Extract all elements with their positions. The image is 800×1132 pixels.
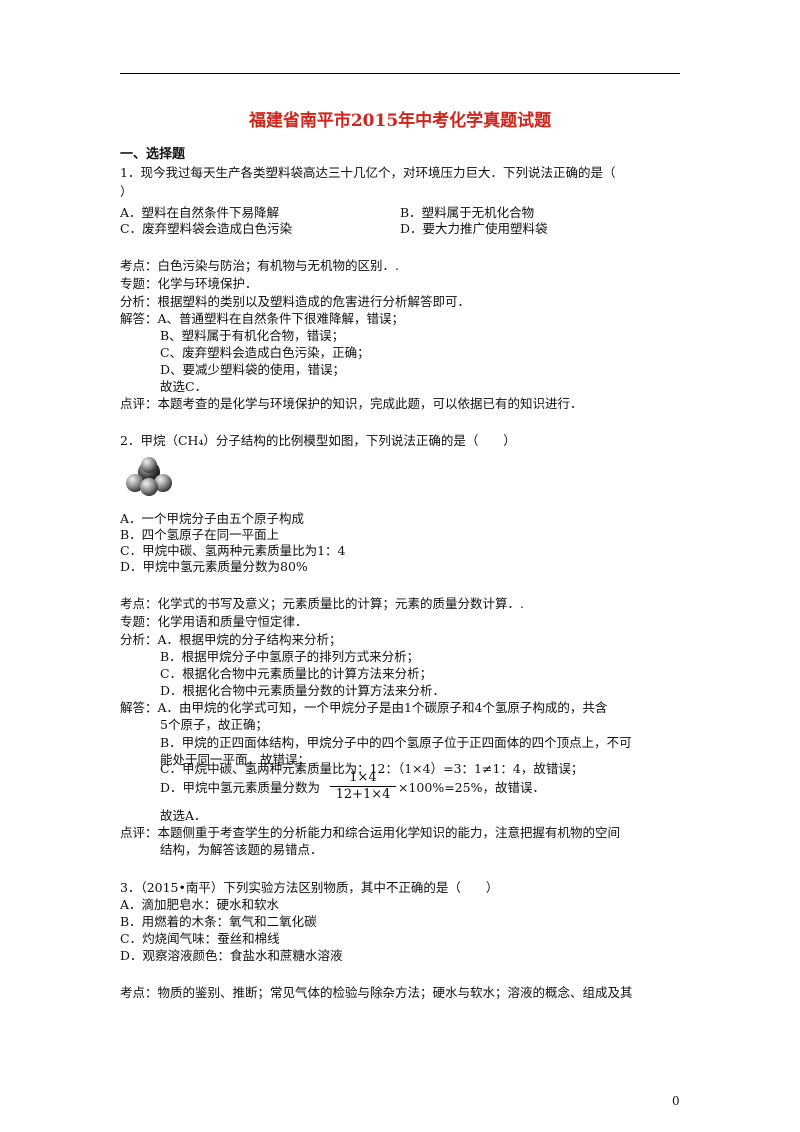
q1-option-a: A．塑料在自然条件下易降解 [120, 205, 280, 220]
q3-kaodian: 考点：物质的鉴别、推断；常见气体的检验与除杂方法；硬水与软水；溶液的概念、组成及… [120, 985, 633, 1000]
q2-option-a: A．一个甲烷分子由五个原子构成 [120, 511, 305, 526]
q2-jieda-c: C．甲烷中碳、氢两种元素质量比为：12：（1×4）=3：1≠1：4，故错误； [160, 761, 584, 776]
q2-jieda-d-pre: D．甲烷中氢元素质量分数为 [160, 780, 321, 795]
q2-option-b: B．四个氢原子在同一平面上 [120, 527, 280, 542]
q1-stem: 1．现今我过每天生产各类塑料袋高达三十几亿个，对环境压力巨大．下列说法正确的是（ [120, 165, 616, 180]
q3-option-d: D．观察溶液颜色：食盐水和蔗糖水溶液 [120, 948, 343, 963]
q2-jieda-a-cont: 5个原子，故正确； [160, 717, 268, 732]
q1-kaodian: 考点：白色污染与防治；有机物与无机物的区别．. [120, 258, 399, 273]
q2-kaodian: 考点：化学式的书写及意义；元素质量比的计算；元素的质量分数计算．. [120, 596, 524, 611]
q1-fenxi: 分析：根据塑料的类别以及塑料造成的危害进行分析解答即可． [120, 294, 471, 309]
q2-stem: 2．甲烷（CH₄）分子结构的比例模型如图，下列说法正确的是（ ） [120, 433, 516, 448]
section-heading: 一、选择题 [120, 147, 186, 162]
mass-fraction-formula: 1×4 12+1×4 [330, 770, 396, 803]
q1-answer: 故选C． [160, 379, 208, 394]
fraction-numerator: 1×4 [330, 770, 396, 787]
q1-zhuanti: 专题：化学与环境保护． [120, 276, 258, 291]
q3-stem: 3．（2015•南平）下列实验方法区别物质，其中不正确的是（ ） [120, 880, 499, 895]
q1-option-b: B．塑料属于无机化合物 [400, 205, 535, 220]
q2-jieda-b: B．甲烷的正四面体结构，甲烷分子中的四个氢原子位于正四面体的四个顶点上，不可 [160, 735, 632, 750]
header-rule [120, 73, 680, 74]
page-number: 0 [672, 1094, 680, 1108]
document-title: 福建省南平市2015年中考化学真题试题 [248, 111, 552, 131]
q2-jieda-b-cont: 能处于同一平面，故错误； [160, 752, 311, 767]
q1-dianping: 点评：本题考查的是化学与环境保护的知识，完成此题，可以依据已有的知识进行． [120, 396, 583, 411]
q3-option-c: C．灼烧闻气味：蚕丝和棉线 [120, 931, 280, 946]
q2-answer: 故选A． [160, 808, 207, 823]
q2-zhuanti: 专题：化学用语和质量守恒定律． [120, 614, 308, 629]
q3-option-a: A．滴加肥皂水：硬水和软水 [120, 897, 280, 912]
q2-fenxi-a: 分析：A．根据甲烷的分子结构来分析； [120, 632, 342, 647]
q2-jieda-d-post: ×100%=25%，故错误． [398, 780, 545, 795]
q1-option-d: D．要大力推广使用塑料袋 [400, 221, 548, 236]
fraction-denominator: 12+1×4 [335, 787, 391, 802]
q2-fenxi-d: D．根据化合物中元素质量分数的计算方法来分析． [160, 683, 446, 698]
q1-jieda-d: D、要减少塑料袋的使用，错误； [160, 362, 346, 377]
q2-option-c: C．甲烷中碳、氢两种元素质量比为1：4 [120, 543, 346, 558]
q2-dianping-cont: 结构，为解答该题的易错点． [160, 842, 323, 857]
methane-model-image [126, 457, 172, 496]
q1-jieda-b: B、塑料属于有机化合物，错误； [160, 328, 345, 343]
q2-jieda-a: 解答：A．由甲烷的化学式可知，一个甲烷分子是由1个碳原子和4个氢原子构成的，共含 [120, 700, 608, 715]
q1-stem-end: ） [120, 184, 133, 199]
q1-jieda-a: 解答：A、普通塑料在自然条件下很难降解，错误； [120, 311, 405, 326]
q2-dianping: 点评：本题侧重于考查学生的分析能力和综合运用化学知识的能力，注意把握有机物的空间 [120, 825, 621, 840]
q3-option-b: B．用燃着的木条：氧气和二氧化碳 [120, 914, 317, 929]
q2-fenxi-b: B．根据甲烷分子中氢原子的排列方式来分析； [160, 649, 420, 664]
q2-option-d: D．甲烷中氢元素质量分数为80% [120, 559, 308, 574]
q1-option-c: C．废弃塑料袋会造成白色污染 [120, 221, 293, 236]
q1-jieda-c: C、废弃塑料会造成白色污染，正确； [160, 345, 370, 360]
q2-fenxi-c: C．根据化合物中元素质量比的计算方法来分析； [160, 666, 433, 681]
